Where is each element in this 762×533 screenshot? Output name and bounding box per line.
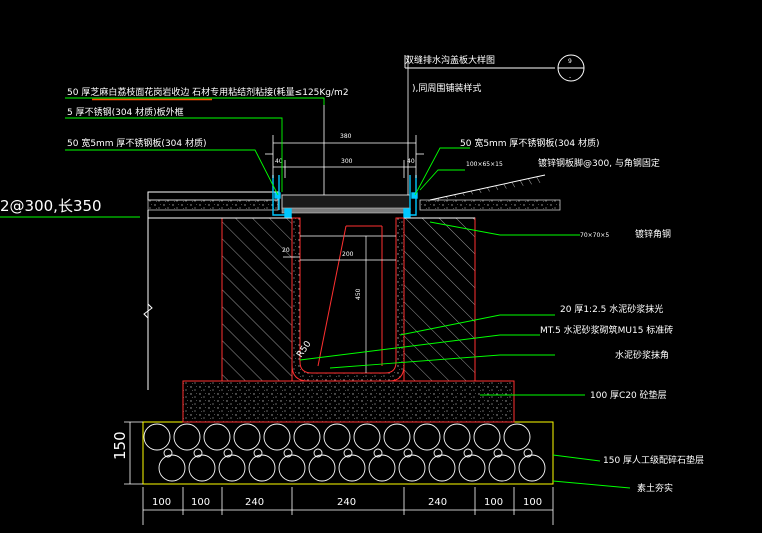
- gravel-stone: [433, 448, 443, 458]
- label-anchor-size: 100×65×15: [466, 161, 503, 168]
- gravel-stone: [353, 423, 381, 451]
- dim-bottom-3: 240: [245, 497, 264, 508]
- callout-number: 9: [568, 58, 572, 65]
- gravel-stone: [488, 454, 516, 482]
- gravel-stone: [158, 454, 186, 482]
- gravel-stone: [173, 423, 201, 451]
- gravel-stone: [473, 423, 501, 451]
- bottom-dimensions: [124, 421, 554, 525]
- gravel-stone: [308, 454, 336, 482]
- label-angle-size: 70×70×5: [580, 232, 609, 239]
- dim-bottom-4: 240: [337, 497, 356, 508]
- gravel-stone: [428, 454, 456, 482]
- internal-dimensions: [283, 236, 396, 373]
- dim-bottom-6: 100: [484, 497, 503, 508]
- dim-top-mid: 300: [341, 158, 353, 165]
- detail-callout: 9 -: [557, 54, 585, 82]
- gravel-stone: [373, 448, 383, 458]
- dim-depth: 450: [355, 288, 362, 300]
- label-plaster: 20 厚1:2.5 水泥砂浆抹光: [560, 303, 663, 315]
- callout-sheet: -: [569, 74, 571, 81]
- label-plate-left: 50 宽5mm 厚不锈钢板(304 材质): [67, 137, 207, 149]
- label-fillet: 水泥砂浆抹角: [615, 349, 669, 361]
- gravel-stone: [218, 454, 246, 482]
- stone-cover: [281, 194, 411, 214]
- top-dimensions: [265, 55, 424, 195]
- gravel-stone: [278, 454, 306, 482]
- gravel-stone: [413, 423, 441, 451]
- label-soil: 素土夯实: [637, 482, 673, 494]
- gravel-stone: [253, 448, 263, 458]
- gravel-stone: [233, 423, 261, 451]
- gravel-stone: [458, 454, 486, 482]
- stainless-plates: [272, 175, 418, 218]
- top-dimension-text: 380 40 300 40: [275, 133, 415, 165]
- gravel-stone: [143, 423, 171, 451]
- gravel-stone: [493, 448, 503, 458]
- dim-inner-200: 200: [342, 251, 354, 258]
- gravel-stone: [338, 454, 366, 482]
- gravel-stone: [503, 423, 531, 451]
- label-plate-right: 50 宽5mm 厚不锈钢板(304 材质): [460, 137, 600, 149]
- dim-bottom-7: 100: [523, 497, 542, 508]
- gravel-stone: [223, 448, 233, 458]
- gravel-stone: [193, 448, 203, 458]
- label-rebar: 2@300,长350: [0, 197, 102, 215]
- dim-bottom-2: 100: [191, 497, 210, 508]
- label-anchor: 镀锌钢板脚@300, 与角钢固定: [538, 157, 660, 169]
- gravel-stone: [443, 423, 471, 451]
- gravel-stone: [248, 454, 276, 482]
- gravel-stone: [398, 454, 426, 482]
- label-detail-ref: 双缝排水沟盖板大样图: [405, 54, 495, 66]
- label-frame: 5 厚不锈钢(304 材质)板外框: [67, 106, 184, 118]
- gravel-stone: [343, 448, 353, 458]
- leader-lines: [0, 97, 631, 489]
- dim-top-right: 40: [407, 158, 415, 165]
- dim-bottom-5: 240: [428, 497, 447, 508]
- bottom-dimension-text: 100 100 240 240 240 100 100 150: [111, 431, 542, 508]
- gravel-stone: [283, 448, 293, 458]
- gravel-stone: [463, 448, 473, 458]
- paving-right: [404, 174, 561, 219]
- channel-lining: [291, 217, 405, 382]
- label-brick-wall: MT.5 水泥砂浆砌筑MU15 标准砖: [540, 324, 673, 336]
- label-detail-ref2: ),同周围铺装样式: [412, 82, 481, 94]
- gravel-layer: [142, 421, 554, 485]
- gravel-stone: [323, 423, 351, 451]
- gravel-stone: [518, 454, 546, 482]
- dim-wall-20: 20: [282, 247, 290, 254]
- label-gravel: 150 厚人工级配碎石垫层: [603, 454, 704, 466]
- annotations: 双缝排水沟盖板大样图 ),同周围铺装样式 50 厚芝麻白荔枝面花岗岩收边 石材专…: [0, 54, 704, 494]
- brick-walls: [221, 217, 476, 382]
- gravel-stone: [203, 423, 231, 451]
- dim-gravel-150: 150: [111, 431, 129, 460]
- gravel-stone: [403, 448, 413, 458]
- concrete-bed: [182, 380, 515, 423]
- dim-bottom-1: 100: [152, 497, 171, 508]
- gravel-stone: [368, 454, 396, 482]
- gravel-stone: [313, 448, 323, 458]
- gravel-stone: [523, 448, 533, 458]
- gravel-stone: [163, 448, 173, 458]
- gravel-stone: [263, 423, 291, 451]
- gravel-stone: [383, 423, 411, 451]
- dim-top-total: 380: [340, 133, 352, 140]
- gravel-stone: [188, 454, 216, 482]
- label-angle-steel: 镀锌角钢: [635, 228, 671, 240]
- label-stone-cover: 50 厚芝麻白荔枝面花岗岩收边 石材专用粘结剂粘接(耗量≤125Kg/m2: [67, 86, 349, 98]
- gravel-stone: [293, 423, 321, 451]
- dim-top-left: 40: [275, 158, 283, 165]
- label-concrete: 100 厚C20 砼垫层: [590, 389, 667, 401]
